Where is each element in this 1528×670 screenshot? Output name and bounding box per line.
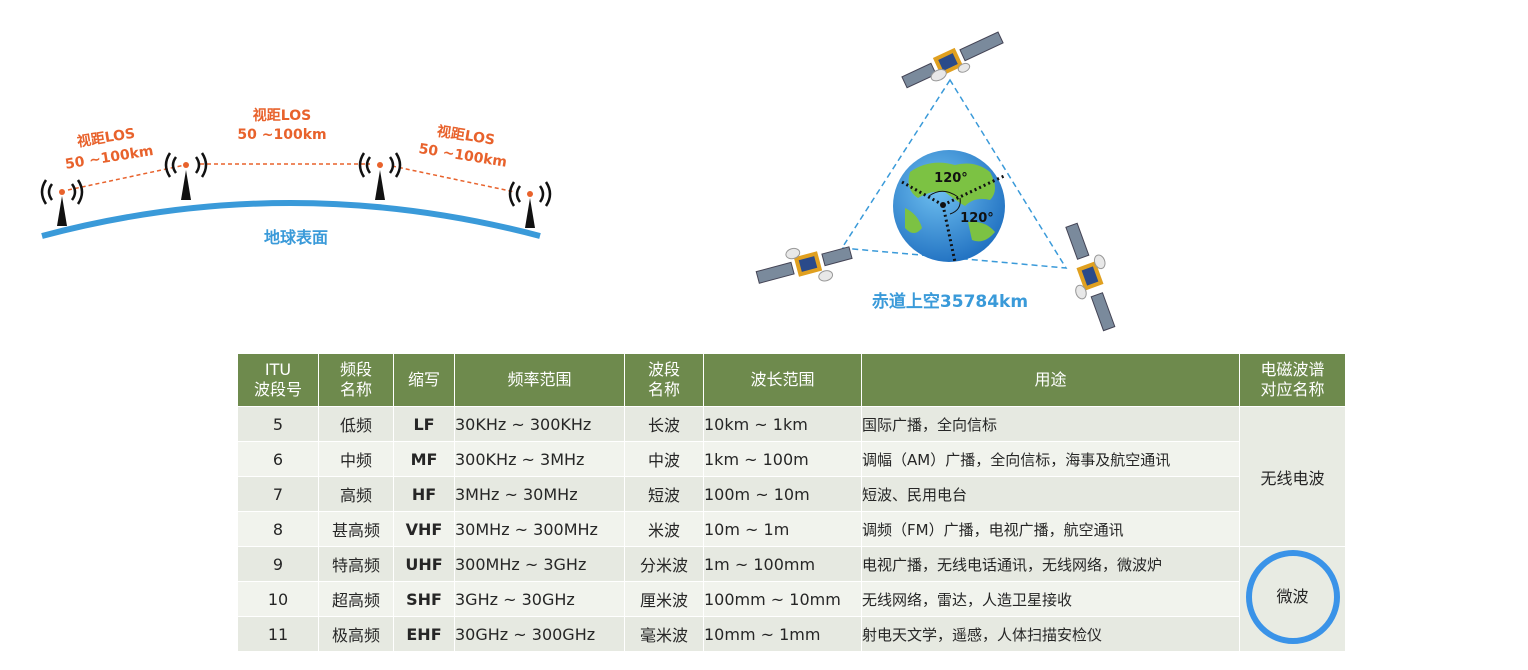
cell-wave: 米波 [624,511,704,547]
cell-wave: 毫米波 [624,616,704,652]
radio-tower-icon [164,152,208,200]
cell-use: 调频（FM）广播，电视广播，航空通讯 [861,511,1240,547]
header-band-name: 频段 名称 [318,353,394,407]
cell-no: 7 [237,476,319,512]
cell-freq: 30GHz ~ 300GHz [454,616,625,652]
cell-use: 调幅（AM）广播，全向信标，海事及航空通讯 [861,441,1240,477]
table-row: 9 特高频 UHF 300MHz ~ 3GHz 分米波 1m ~ 100mm 电… [237,546,1346,652]
microwave-label: 微波 [1276,587,1309,606]
cell-spectrum-microwave: 微波 [1239,546,1346,652]
cell-abbr: LF [393,406,455,442]
header-wavelength-range: 波长范围 [703,353,862,407]
cell-abbr: HF [393,476,455,512]
cell-wavelength: 1m ~ 100mm [703,546,862,582]
itu-band-table: ITU 波段号 频段 名称 缩写 频率范围 波段 名称 波长范围 用途 电磁波谱… [237,353,1346,652]
radio-tower-icon [358,152,402,200]
cell-band: 特高频 [318,546,394,582]
angle-label-2: 120° [960,211,994,226]
table-row: 6 中频 MF 300KHz ~ 3MHz 中波 1km ~ 100m 调幅（A… [237,441,1346,477]
cell-abbr: EHF [393,616,455,652]
los-diagram: 视距LOS 50 ~100km 视距LOS 50 ~100km 视距LOS 50… [40,107,552,247]
cell-no: 6 [237,441,319,477]
cell-wave: 中波 [624,441,704,477]
cell-no: 5 [237,406,319,442]
cell-abbr: UHF [393,546,455,582]
cell-band: 极高频 [318,616,394,652]
cell-wavelength: 100mm ~ 10mm [703,581,862,617]
cell-wavelength: 10m ~ 1m [703,511,862,547]
cell-band: 高频 [318,476,394,512]
cell-wavelength: 1km ~ 100m [703,441,862,477]
highlight-ring [1245,550,1340,644]
cell-freq: 3MHz ~ 30MHz [454,476,625,512]
cell-band: 超高频 [318,581,394,617]
satellite-icon [755,246,853,284]
los-label-2-line2: 50 ~100km [237,127,326,143]
surface-label: 地球表面 [264,228,328,247]
cell-spectrum-radio: 无线电波 [1239,406,1346,547]
header-use: 用途 [861,353,1240,407]
cell-freq: 30KHz ~ 300KHz [454,406,625,442]
cell-use: 短波、民用电台 [861,476,1240,512]
header-wave-name: 波段 名称 [624,353,704,407]
angle-label-1: 120° [934,171,968,186]
cell-no: 11 [237,616,319,652]
cell-use: 射电天文学，遥感，人体扫描安检仪 [861,616,1240,652]
cell-band: 低频 [318,406,394,442]
cell-no: 9 [237,546,319,582]
cell-band: 甚高频 [318,511,394,547]
header-spectrum-name: 电磁波谱 对应名称 [1239,353,1346,407]
cell-wave: 长波 [624,406,704,442]
cell-wave: 分米波 [624,546,704,582]
table-row: 8 甚高频 VHF 30MHz ~ 300MHz 米波 10m ~ 1m 调频（… [237,511,1346,547]
cell-use: 无线网络，雷达，人造卫星接收 [861,581,1240,617]
cell-freq: 300MHz ~ 3GHz [454,546,625,582]
cell-no: 10 [237,581,319,617]
cell-use: 国际广播，全向信标 [861,406,1240,442]
cell-freq: 300KHz ~ 3MHz [454,441,625,477]
cell-abbr: MF [393,441,455,477]
satellite-icon [901,31,1004,89]
cell-no: 8 [237,511,319,547]
radio-tower-icon [40,179,84,226]
cell-use: 电视广播，无线电话通讯，无线网络，微波炉 [861,546,1240,582]
cell-wavelength: 10km ~ 1km [703,406,862,442]
los-label-2-line1: 视距LOS [253,107,311,124]
cell-wavelength: 10mm ~ 1mm [703,616,862,652]
satellite-icon [1065,222,1116,332]
table-row: 11 极高频 EHF 30GHz ~ 300GHz 毫米波 10mm ~ 1mm… [237,616,1346,652]
cell-band: 中频 [318,441,394,477]
header-freq-range: 频率范围 [454,353,625,407]
cell-abbr: SHF [393,581,455,617]
table-header-row: ITU 波段号 频段 名称 缩写 频率范围 波段 名称 波长范围 用途 电磁波谱… [237,353,1346,407]
radio-tower-icon [508,181,552,228]
satellite-diagram: 120° 120° 赤道上空35784km [755,31,1116,332]
globe-icon [893,150,1005,263]
cell-wavelength: 100m ~ 10m [703,476,862,512]
table-row: 10 超高频 SHF 3GHz ~ 30GHz 厘米波 100mm ~ 10mm… [237,581,1346,617]
cell-wave: 短波 [624,476,704,512]
cell-freq: 30MHz ~ 300MHz [454,511,625,547]
earth-surface-arc [41,200,541,239]
cell-freq: 3GHz ~ 30GHz [454,581,625,617]
orbit-label: 赤道上空35784km [872,291,1028,312]
microwave-highlight: 微波 [1245,550,1340,644]
table-row: 5 低频 LF 30KHz ~ 300KHz 长波 10km ~ 1km 国际广… [237,406,1346,547]
cell-abbr: VHF [393,511,455,547]
table-row: 7 高频 HF 3MHz ~ 30MHz 短波 100m ~ 10m 短波、民用… [237,476,1346,512]
header-itu-no: ITU 波段号 [237,353,319,407]
cell-wave: 厘米波 [624,581,704,617]
header-abbr: 缩写 [393,353,455,407]
